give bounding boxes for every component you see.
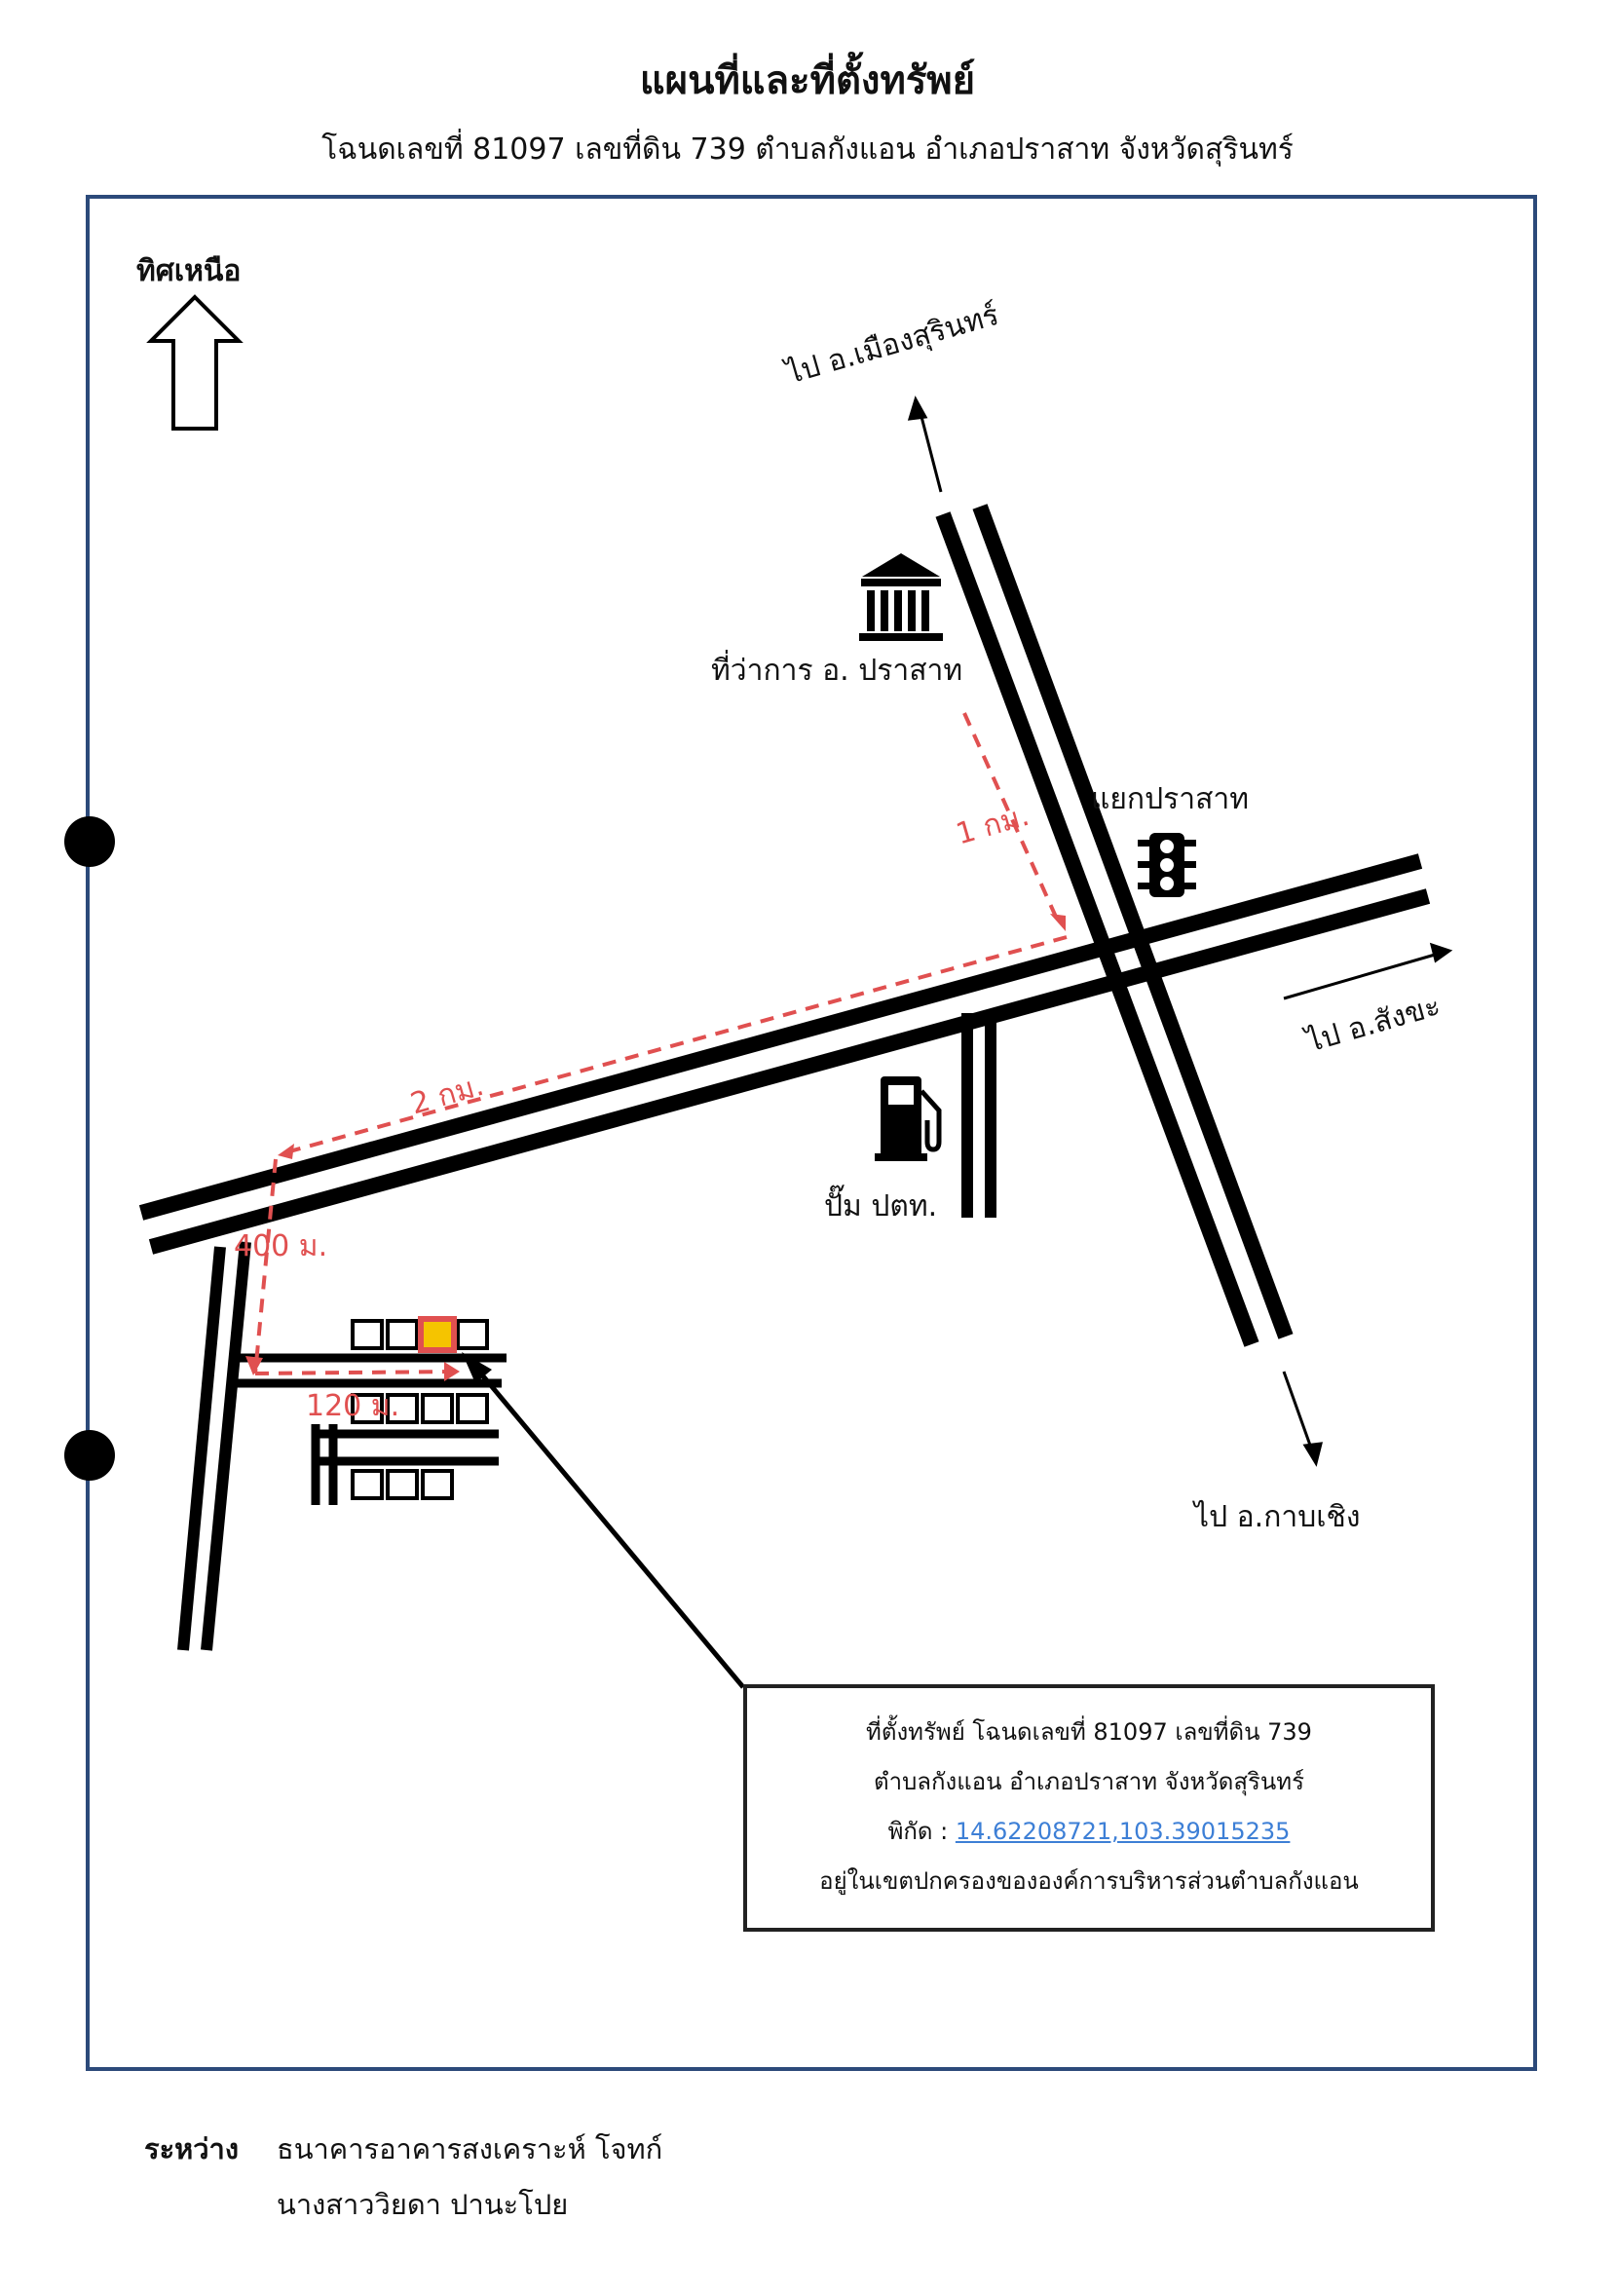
info-line-location: ตำบลกังแอน อำเภอปราสาท จังหวัดสุรินทร์	[874, 1768, 1304, 1795]
label-gas-station: ปั๊ม ปตท.	[824, 1189, 938, 1223]
property-marker-icon	[418, 1316, 457, 1353]
main-road-north-south	[935, 504, 1294, 1347]
main-road-east-west	[138, 853, 1431, 1255]
gas-station-road	[961, 1013, 996, 1218]
route-arrowheads	[245, 914, 1066, 1381]
between-label: ระหว่าง	[144, 2132, 239, 2165]
party-plaintiff: ธนาคารอาคารสงเคราะห์ โจทก์	[277, 2132, 663, 2165]
coord-link[interactable]: 14.62208721,103.39015235	[955, 1818, 1291, 1845]
party-defendant: นางสาววิยดา ปานะโปย	[277, 2188, 569, 2221]
label-district-office: ที่ว่าการ อ. ปราสาท	[711, 654, 963, 688]
binder-hole	[64, 1430, 115, 1481]
info-line-coordinates: พิกัด : 14.62208721,103.39015235	[747, 1807, 1431, 1857]
side-road-south	[177, 1241, 251, 1651]
binder-hole	[64, 816, 115, 867]
map-title: แผนที่และที่ตั้งทรัพย์	[639, 58, 976, 103]
route-path	[253, 712, 1068, 1375]
traffic-light-icon	[1138, 833, 1196, 897]
property-info-box: ที่ตั้งทรัพย์ โฉนดเลขที่ 81097 เลขที่ดิน…	[743, 1684, 1435, 1932]
map-frame	[86, 195, 1537, 2071]
direction-arrows	[907, 395, 1453, 1467]
fuel-pump-icon	[875, 1076, 942, 1161]
info-line-deed: ที่ตั้งทรัพย์ โฉนดเลขที่ 81097 เลขที่ดิน…	[866, 1718, 1312, 1746]
north-arrow-icon	[146, 294, 244, 431]
north-label: ทิศเหนือ	[136, 254, 242, 288]
label-prasat-intersection: แยกปราสาท	[1091, 782, 1250, 816]
leader-arrow	[462, 1352, 745, 1689]
distance-120m: 120 ม.	[306, 1389, 400, 1423]
soi-roads	[234, 1353, 507, 1505]
government-building-icon	[859, 553, 943, 641]
distance-400m: 400 ม.	[234, 1229, 328, 1263]
label-to-kap-choeng: ไป อ.กาบเชิง	[1194, 1500, 1361, 1534]
coord-label: พิกัด :	[887, 1818, 956, 1845]
land-plots	[351, 1319, 489, 1500]
map-subtitle: โฉนดเลขที่ 81097 เลขที่ดิน 739 ตำบลกังแอ…	[321, 132, 1294, 167]
info-line-jurisdiction: อยู่ในเขตปกครองขององค์การบริหารส่วนตำบลก…	[819, 1867, 1359, 1895]
